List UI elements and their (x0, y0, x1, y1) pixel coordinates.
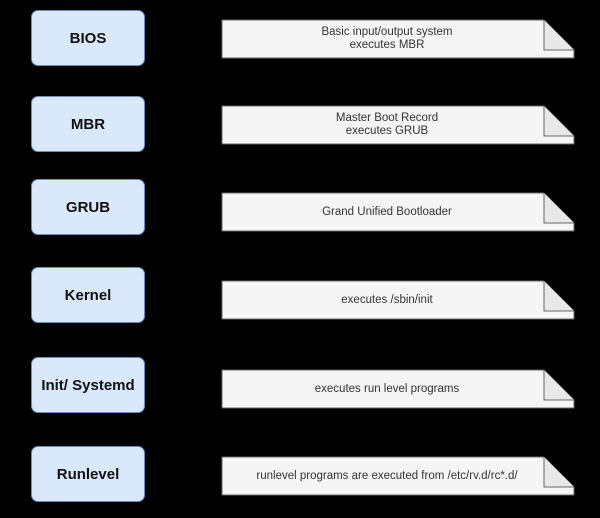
note-shape-0 (221, 19, 575, 59)
note-text-5: runlevel programs are executed from /etc… (222, 457, 552, 495)
stage-label: GRUB (65, 198, 111, 216)
note-line: executes MBR (349, 39, 425, 51)
note-fold-corner (543, 193, 574, 224)
stage-box-4: Init/ Systemd (31, 357, 145, 413)
stage-box-0: BIOS (31, 10, 145, 66)
note-line: Grand Unified Bootloader (322, 205, 452, 218)
note-shape-3 (221, 280, 575, 320)
stage-box-1: MBR (31, 96, 145, 152)
note-text-4: executes run level programs (222, 370, 552, 408)
stage-box-3: Kernel (31, 267, 145, 323)
note-fold-corner (543, 20, 574, 51)
note-shape-5 (221, 456, 575, 496)
note-text-2: Grand Unified Bootloader (222, 193, 552, 231)
stage-label: Init/ Systemd (41, 376, 135, 394)
note-line: Basic input/output system (321, 26, 453, 38)
stage-label: BIOS (69, 29, 107, 47)
note-fold-corner (543, 457, 574, 488)
note-shape-2 (221, 192, 575, 232)
stage-label: MBR (70, 115, 106, 133)
note-body (221, 19, 575, 59)
stage-label: Kernel (64, 286, 112, 304)
stage-label: Runlevel (56, 465, 120, 483)
note-fold-corner (543, 370, 574, 401)
note-text-3: executes /sbin/init (222, 281, 552, 319)
note-body (221, 280, 575, 320)
note-line: runlevel programs are executed from /etc… (256, 469, 518, 482)
note-fold-corner (543, 281, 574, 312)
note-shape-1 (221, 105, 575, 145)
note-body (221, 192, 575, 232)
note-fold-corner (543, 106, 574, 137)
stage-box-5: Runlevel (31, 446, 145, 502)
stage-box-2: GRUB (31, 179, 145, 235)
note-body (221, 456, 575, 496)
note-body (221, 369, 575, 409)
note-line: executes /sbin/init (341, 293, 433, 306)
note-line: executes run level programs (314, 382, 460, 395)
note-line: Master Boot Record (335, 112, 439, 124)
note-line: executes GRUB (345, 125, 429, 137)
note-shape-4 (221, 369, 575, 409)
note-body (221, 105, 575, 145)
